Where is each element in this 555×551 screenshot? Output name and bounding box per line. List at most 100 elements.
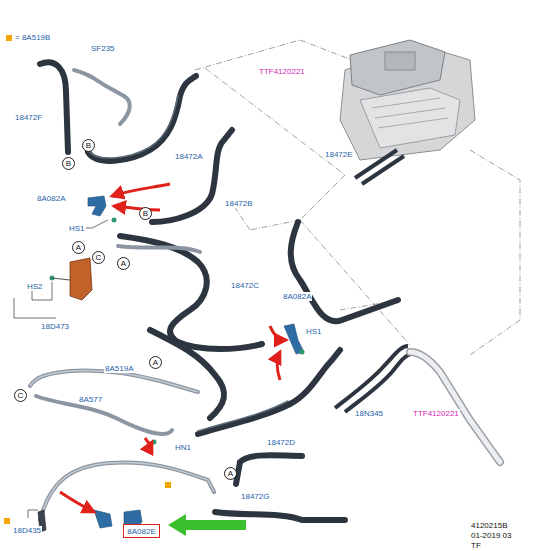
hose [40,62,68,152]
red-arrow [270,326,286,340]
hose [215,512,345,520]
reference-circle: B [139,207,152,220]
part-callout: HS1 [305,327,323,336]
reference-circle: A [224,467,237,480]
part-callout: 18472C [230,281,260,290]
hose-bundle [335,346,408,408]
light-hose [30,370,198,392]
reference-letter: A [228,469,233,478]
reference-circle: B [82,139,95,152]
reference-letter: C [96,253,102,262]
hose-highlight [88,95,178,158]
green-arrow [168,514,246,536]
leader-lines [195,40,520,355]
bracket [88,196,304,530]
part-number: 8A082E [127,527,155,536]
hose [291,222,398,321]
part-callout: 18D435 [12,526,42,535]
reference-circle: A [72,241,85,254]
highlighted-part-box: 8A082E [123,524,160,538]
part-callout: TTF4120221 [258,67,306,76]
part-callout: HN1 [174,443,192,452]
light-hose [36,396,172,434]
hose [236,455,302,484]
red-arrow [114,206,160,210]
part-callout: 18472D [266,438,296,447]
part-callout: 18472F [14,113,43,122]
part-callout: TTF4120221 [412,409,460,418]
hose-bundle [335,150,412,412]
hose-highlight [198,401,288,431]
heater-unit [372,98,448,128]
part-callout: 8A082A [36,194,66,203]
drawing-reference: 4120215B [470,521,508,530]
reference-circle: C [14,389,27,402]
metal-pipe [410,352,500,462]
valve-assembly [70,258,92,300]
reference-circle: C [92,251,105,264]
red-arrow [277,352,280,380]
drawing-reference: TF [470,541,482,550]
marker-square [4,518,10,524]
part-callout: 18472A [174,152,204,161]
hose [88,76,196,161]
leader-lines [195,40,300,70]
reference-letter: A [76,243,81,252]
hose [120,236,262,349]
heater-unit [340,40,475,160]
legend-entry: = 8A519B [6,33,50,42]
leader-line [14,298,56,318]
part-callout: 8A082A [282,292,312,301]
marker-square [4,482,171,524]
heater-unit [360,88,460,148]
part-callout: 18N345 [354,409,384,418]
hose [150,330,224,418]
red-arrow [60,184,286,512]
part-callout: 18472B [224,199,254,208]
marker-square [165,482,171,488]
bracket [94,510,112,528]
reference-circle: B [62,157,75,170]
part-callout: 8A519A [104,364,134,373]
leader-lines [470,150,520,355]
bracket [284,324,304,354]
red-arrow [112,184,170,196]
light-hose [30,70,214,520]
hose [40,62,398,520]
part-callout: 18472G [240,492,270,501]
reference-letter: C [18,391,24,400]
bracket [88,196,106,216]
hose-highlight [88,95,288,431]
leader-lines [300,175,345,220]
metal-pipe [410,352,500,462]
leader-lines [300,40,352,60]
red-arrow [145,438,152,444]
heater-unit [385,52,415,70]
reference-circle: A [149,356,162,369]
hose-bundle [362,156,404,184]
light-hose [74,70,130,124]
reference-letter: A [153,358,158,367]
leader-line [14,220,108,518]
part-callout: 18472E [324,150,354,159]
clip-fastener [50,218,305,445]
part-callout: HS2 [26,282,44,291]
clip-fastener [300,350,305,355]
legend-swatch [6,35,12,41]
reference-letter: B [143,209,148,218]
part-callout: SF235 [90,44,116,53]
leader-lines [300,220,410,345]
reference-circle: A [117,257,130,270]
valve-assembly [52,278,70,280]
hose [152,130,232,222]
part-callout: HS1 [68,224,86,233]
light-hose-inner [30,370,214,520]
light-hose-inner [30,370,198,392]
drawing-reference: 01-2019 03 [470,531,512,540]
hose-bundle [345,354,412,412]
reference-letter: B [66,159,71,168]
metal-pipe [410,352,500,462]
part-callout: 18D473 [40,322,70,331]
